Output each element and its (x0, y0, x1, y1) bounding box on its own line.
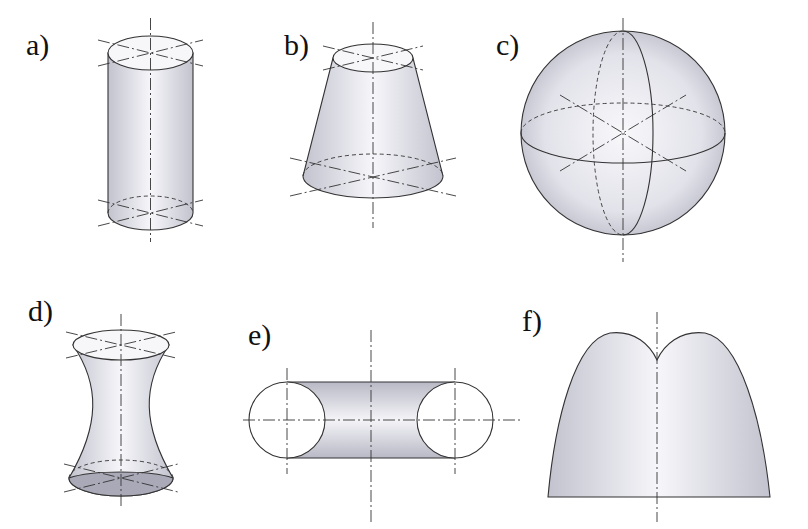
center-line (323, 46, 423, 70)
figure-letter: b) (284, 30, 309, 60)
cylinder (98, 18, 203, 242)
center-line (560, 95, 686, 171)
center-line (98, 40, 203, 66)
bell-solid (548, 312, 770, 522)
center-line (66, 332, 176, 358)
hyperboloid (64, 314, 178, 508)
torus-section (243, 330, 520, 525)
figure-letter: a) (26, 30, 49, 60)
bell-outline (548, 333, 770, 497)
center-axis (623, 18, 624, 262)
center-axis (121, 314, 122, 508)
center-line (66, 332, 176, 358)
figure-letter: d) (28, 296, 53, 326)
center-axis (150, 18, 151, 242)
truncated-cone (290, 22, 456, 228)
hidden-meridian (593, 31, 623, 235)
center-axis (373, 22, 374, 228)
center-line (323, 46, 423, 70)
figure-letter: f) (522, 306, 542, 336)
center-line (290, 158, 456, 196)
center-line (98, 40, 203, 66)
center-axis (657, 312, 658, 522)
center-line (98, 200, 203, 226)
center-line (290, 158, 456, 196)
center-line (98, 200, 203, 226)
sphere (521, 18, 725, 262)
center-line (64, 464, 178, 492)
figure-letter: c) (496, 30, 519, 60)
figure-letter: e) (248, 320, 271, 350)
center-axis (243, 420, 520, 421)
meridian (623, 31, 653, 235)
center-line (287, 368, 288, 474)
center-axis (371, 330, 372, 525)
center-line (64, 464, 178, 492)
center-line (455, 368, 456, 474)
center-line (560, 95, 686, 171)
